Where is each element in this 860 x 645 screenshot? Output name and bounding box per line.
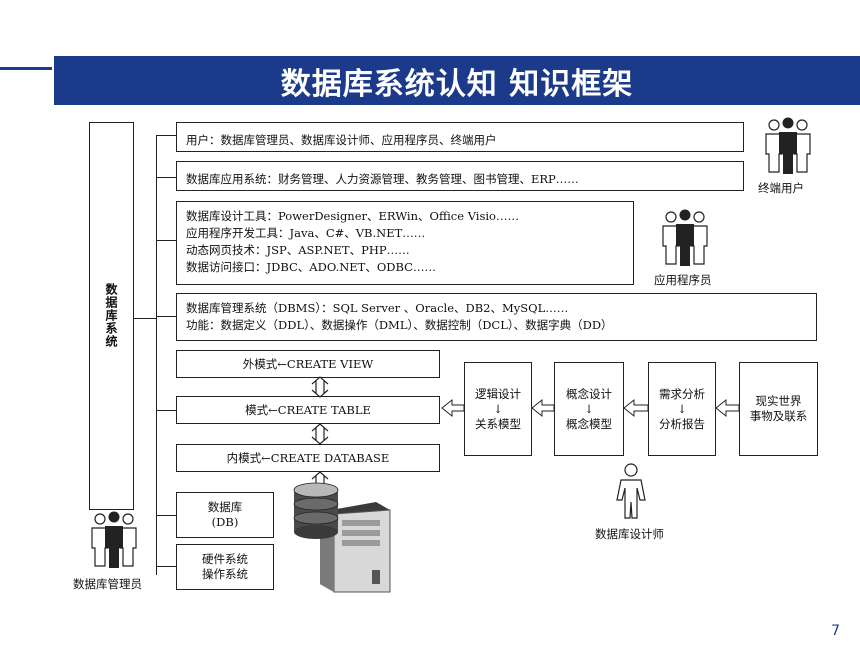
schema-double-arrows: [311, 376, 329, 493]
database-box: 数据库 (DB): [176, 492, 274, 538]
title-accent-bar: [0, 67, 52, 70]
end-user-group-icon: [765, 117, 811, 174]
users-row-text: 用户：数据库管理员、数据库设计师、应用程序员、终端用户: [186, 133, 497, 147]
admin-label: 数据库管理员: [73, 577, 142, 591]
relational-model-label: 关系模型: [475, 416, 521, 431]
logical-down-arrow: ↓: [493, 401, 503, 416]
designer-person-icon: [616, 463, 646, 519]
tools-line-dev: 应用程序开发工具：Java、C#、VB.NET……: [186, 226, 426, 240]
hardware-os-box: 硬件系统 操作系统: [176, 544, 274, 590]
users-row: 用户：数据库管理员、数据库设计师、应用程序员、终端用户: [176, 122, 744, 152]
arrow-real-to-req: [715, 398, 740, 418]
connector-db: [156, 515, 176, 516]
internal-schema-box: 内模式←CREATE DATABASE: [176, 444, 440, 472]
connector-tools: [156, 240, 176, 241]
database-abbr: (DB): [211, 515, 239, 529]
external-schema-box: 外模式←CREATE VIEW: [176, 350, 440, 378]
page-title: 数据库系统认知 知识框架: [280, 66, 634, 102]
design-flow-arrows: [441, 398, 740, 418]
tools-row: 数据库设计工具：PowerDesigner、ERWin、Office Visio…: [176, 201, 634, 285]
programmer-label: 应用程序员: [654, 273, 712, 287]
database-system-column: 数据库系统: [89, 122, 134, 510]
requirement-analysis-label: 需求分析: [659, 386, 705, 401]
arrow-concept-to-logical: [531, 398, 555, 418]
apps-row: 数据库应用系统：财务管理、人力资源管理、教务管理、图书管理、ERP……: [176, 161, 744, 191]
connector-column: [134, 318, 156, 319]
connector-hw: [156, 566, 176, 567]
conceptual-design-box: 概念设计 ↓ 概念模型: [554, 362, 624, 456]
logical-design-label: 逻辑设计: [475, 386, 521, 401]
real-world-label: 现实世界: [755, 394, 802, 408]
tools-line-design: 数据库设计工具：PowerDesigner、ERWin、Office Visio…: [186, 209, 519, 223]
conceptual-model-label: 概念模型: [566, 416, 612, 431]
connector-users: [156, 135, 176, 136]
tools-line-access: 数据访问接口：JDBC、ADO.NET、ODBC……: [186, 260, 436, 274]
connector-apps: [156, 177, 176, 178]
entities-relations-label: 事物及联系: [749, 409, 808, 423]
database-label: 数据库: [207, 500, 243, 514]
dbms-row: 数据库管理系统（DBMS）：SQL Server 、Oracle、DB2、MyS…: [176, 293, 817, 341]
internal-schema-text: 内模式←CREATE DATABASE: [226, 451, 390, 465]
arrow-logical-to-schema: [441, 398, 465, 418]
page-number: 7: [831, 623, 840, 639]
tools-line-web: 动态网页技术：JSP、ASP.NET、PHP……: [186, 243, 410, 257]
conceptual-schema-box: 模式←CREATE TABLE: [176, 396, 440, 424]
database-cylinder: [293, 482, 339, 539]
programmer-group-icon: [662, 209, 708, 266]
conceptual-design-label: 概念设计: [566, 386, 612, 401]
real-world-box: 现实世界 事物及联系: [739, 362, 818, 456]
title-bar: [54, 56, 860, 105]
arrow-conceptual-internal: [311, 423, 329, 445]
server-database-icon: [293, 482, 391, 593]
os-label: 操作系统: [202, 567, 248, 581]
conceptual-down-arrow: ↓: [584, 401, 594, 416]
requirement-analysis-box: 需求分析 ↓ 分析报告: [648, 362, 716, 456]
connector-schema: [156, 410, 176, 411]
connector-trunk: [156, 135, 157, 575]
conceptual-schema-text: 模式←CREATE TABLE: [245, 403, 371, 417]
external-schema-text: 外模式←CREATE VIEW: [242, 357, 374, 371]
dbms-line-functions: 功能：数据定义（DDL）、数据操作（DML）、数据控制（DCL）、数据字典（DD…: [186, 318, 613, 332]
arrow-external-conceptual: [311, 376, 329, 398]
end-user-label: 终端用户: [758, 181, 804, 195]
requirement-down-arrow: ↓: [677, 401, 687, 416]
designer-label: 数据库设计师: [595, 527, 664, 541]
apps-row-text: 数据库应用系统：财务管理、人力资源管理、教务管理、图书管理、ERP……: [186, 172, 579, 186]
database-system-label: 数据库系统: [104, 283, 118, 348]
dbms-line-name: 数据库管理系统（DBMS）：SQL Server 、Oracle、DB2、MyS…: [186, 301, 569, 315]
connector-dbms: [156, 316, 176, 317]
hardware-label: 硬件系统: [202, 552, 248, 566]
analysis-report-label: 分析报告: [659, 416, 705, 431]
arrow-req-to-concept: [623, 398, 649, 418]
admin-group-icon: [91, 511, 137, 568]
